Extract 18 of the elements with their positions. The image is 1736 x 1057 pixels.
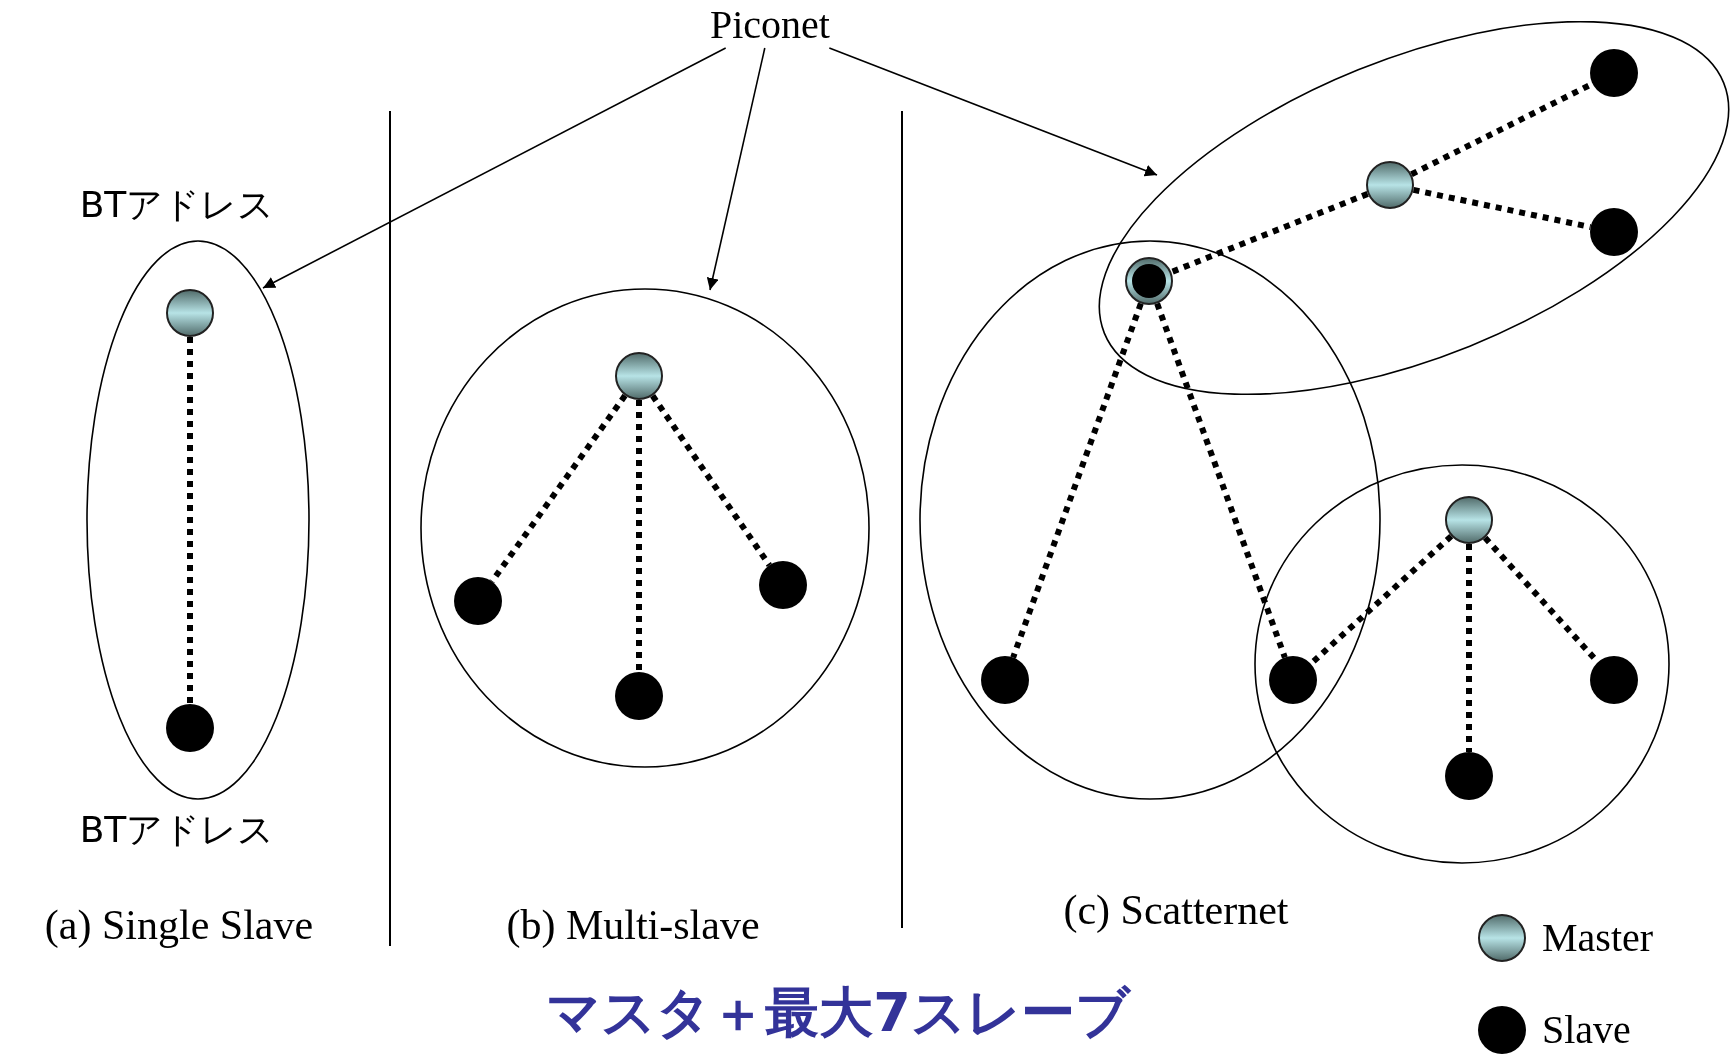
piconet-ellipse [86,240,310,800]
dotted-link [1466,544,1472,752]
legend-label: Master [1542,918,1654,958]
panel-caption: (b) Multi-slave [506,904,760,946]
dotted-link [636,400,642,672]
summary-heading: マスタ＋最大7スレーブ [546,986,1130,1040]
panel-caption: (c) Scatternet [1063,889,1289,931]
piconet-ellipse [420,288,870,768]
address-label: BTアドレス [79,812,275,848]
dotted-link [650,394,772,567]
arrow [706,47,766,291]
address-label: BTアドレス [79,187,275,223]
panel-caption: (a) Single Slave [44,904,314,946]
legend-label: Slave [1542,1010,1631,1050]
piconet-label: Piconet [695,2,845,48]
arrow [828,47,1158,177]
arrow [262,47,727,289]
dotted-link [187,337,193,704]
